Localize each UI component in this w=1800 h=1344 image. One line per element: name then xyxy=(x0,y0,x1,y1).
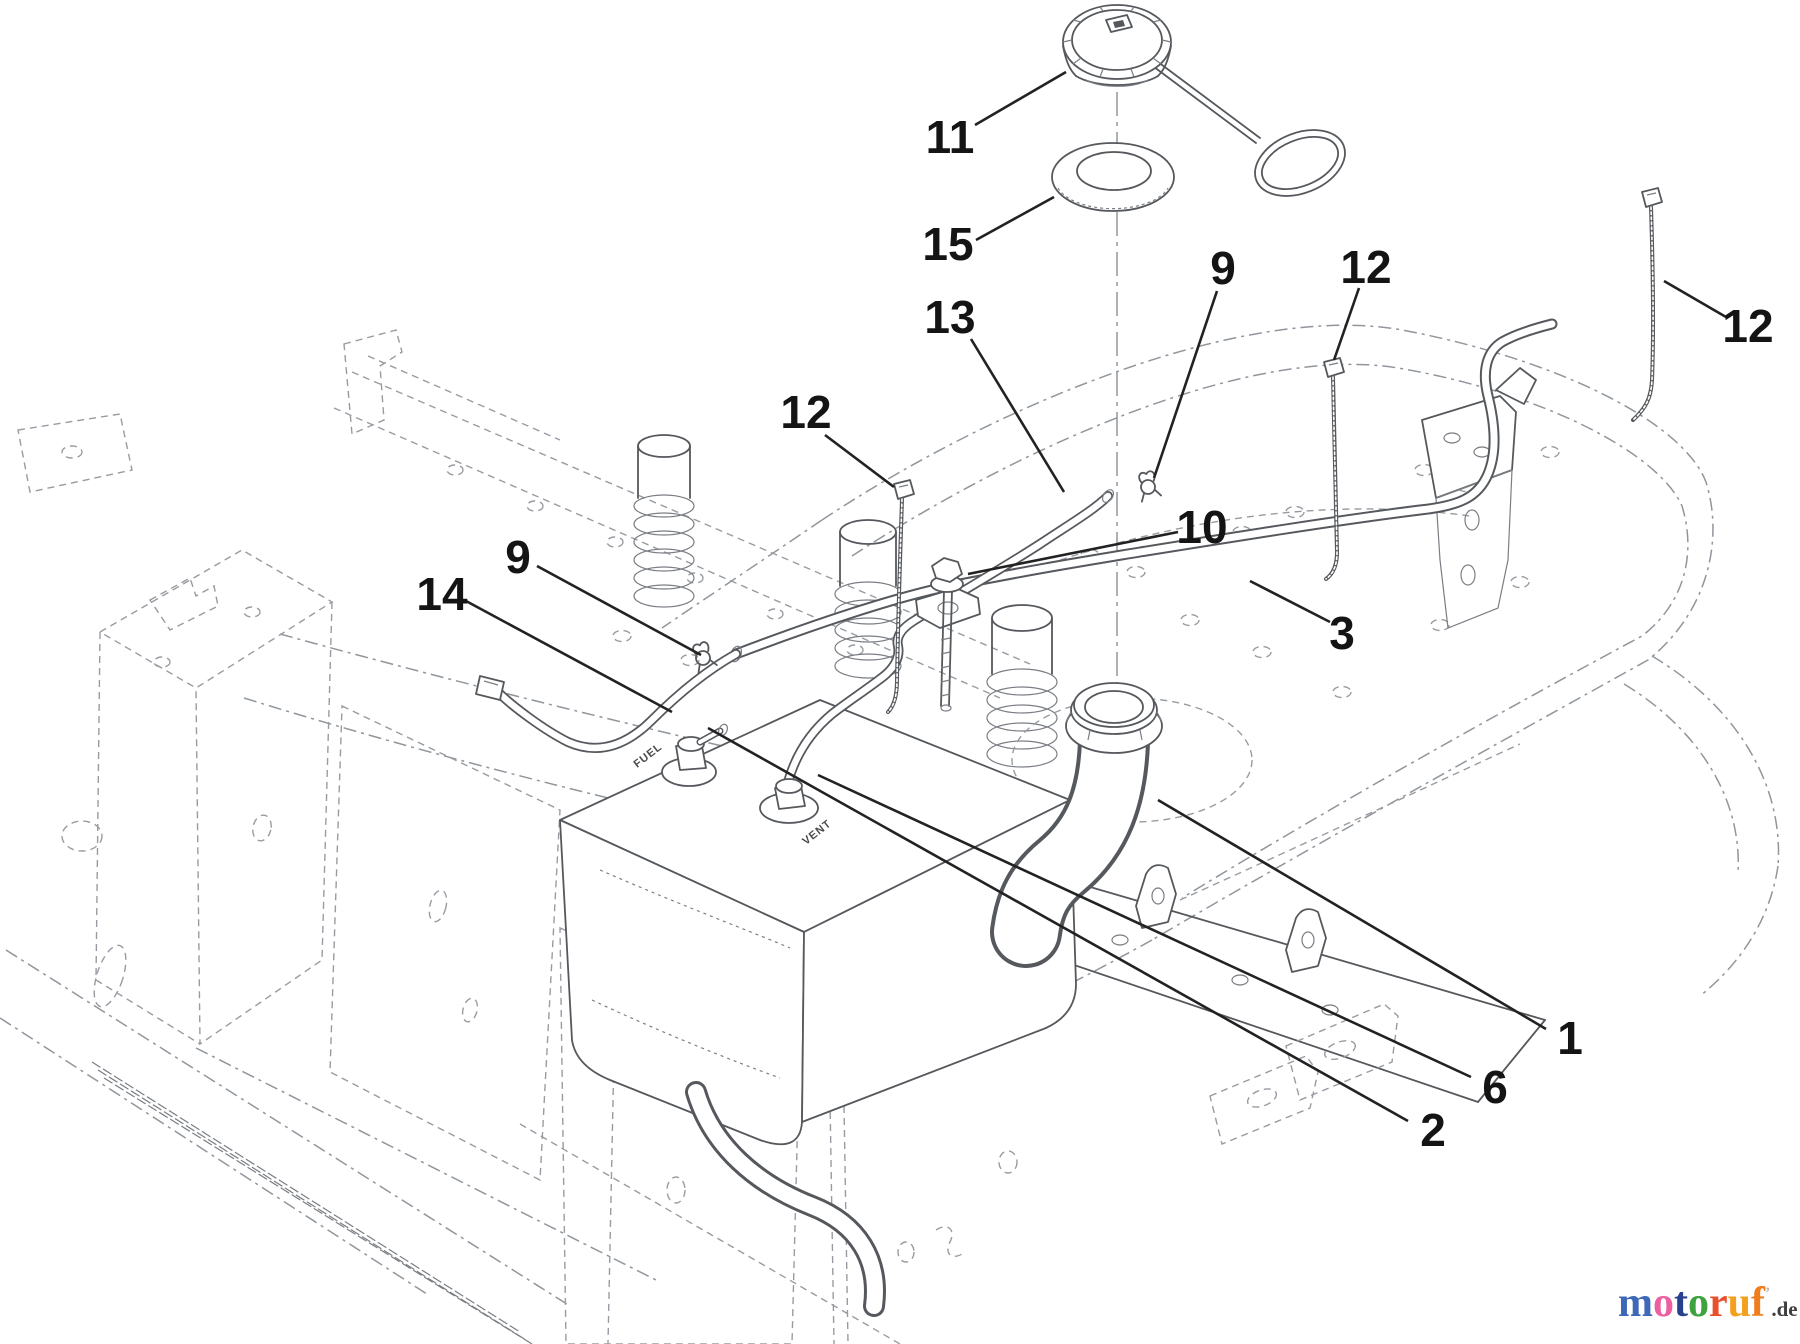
part-number-label: 9 xyxy=(1210,242,1236,294)
front-frame-rail xyxy=(17,329,1031,699)
fuel-fitting xyxy=(661,723,729,787)
callout-12-3: 12 xyxy=(780,386,895,489)
callout-10-7: 10 xyxy=(967,501,1228,576)
logo-letter: m xyxy=(1618,1280,1653,1326)
tether-ring xyxy=(1254,129,1346,197)
callout-13-2: 13 xyxy=(924,291,1066,493)
part-number-label: 14 xyxy=(416,568,468,620)
leader-line xyxy=(1157,798,1547,1031)
callout-14-10: 14 xyxy=(416,568,673,714)
part-number-label: 12 xyxy=(780,386,831,438)
part-number-label: 13 xyxy=(924,291,975,343)
suspension-spring-right xyxy=(986,604,1058,768)
logo-letter: u xyxy=(1727,1280,1752,1326)
fuel-outlet-hose xyxy=(685,1081,886,1317)
callout-layer: 11 15 13 12 9 12 12 10 3 9 14 162 xyxy=(416,70,1774,1156)
logo-letter: o xyxy=(1688,1280,1709,1326)
leader-line xyxy=(1152,290,1219,479)
callout-9-4: 9 xyxy=(1152,242,1236,479)
part-number-label: 2 xyxy=(1420,1104,1446,1156)
part-number-label: 6 xyxy=(1482,1061,1508,1113)
fuel-line-3 xyxy=(729,318,1558,663)
cable-tie-left xyxy=(886,479,915,714)
part-number-label: 10 xyxy=(1176,501,1227,553)
logo-letter: t xyxy=(1674,1280,1688,1326)
part-number-label: 12 xyxy=(1722,300,1773,352)
part-number-label: 11 xyxy=(926,111,975,163)
vent-fitting xyxy=(759,778,819,824)
callout-2-13: 2 xyxy=(707,726,1446,1156)
cable-tie-middle xyxy=(1323,357,1345,581)
callout-11-0: 11 xyxy=(926,70,1067,163)
leader-line xyxy=(465,599,673,714)
fuel-cap xyxy=(1062,4,1346,197)
hose-clamp-right xyxy=(1138,470,1162,503)
callout-12-6: 12 xyxy=(1663,279,1774,352)
callout-3-8: 3 xyxy=(1249,579,1355,659)
deck-holes xyxy=(612,445,1560,699)
fuel-tank xyxy=(559,699,1077,1146)
tank-stamp-fuel: FUEL xyxy=(632,741,665,771)
leader-line xyxy=(1332,287,1361,361)
part-number-label: 12 xyxy=(1340,241,1391,293)
leader-line xyxy=(969,338,1066,493)
logo-letter: r xyxy=(1709,1280,1728,1326)
filler-grommet-washer xyxy=(1051,142,1175,212)
callout-12-5: 12 xyxy=(1332,241,1392,361)
suspension-spring-left xyxy=(633,434,695,608)
flange-bolt xyxy=(915,557,981,712)
leader-line xyxy=(967,530,1179,576)
callout-6-12: 6 xyxy=(817,773,1508,1113)
leader-line xyxy=(975,195,1055,242)
leader-line xyxy=(1249,579,1331,624)
logo-suffix: .de xyxy=(1771,1297,1798,1321)
cable-tie-loose xyxy=(1631,187,1663,422)
hose-clamp-left xyxy=(692,641,718,675)
leader-line xyxy=(536,564,702,657)
cap-tether xyxy=(1145,55,1261,144)
callout-9-9: 9 xyxy=(505,531,702,657)
callout-15-1: 15 xyxy=(922,195,1055,270)
left-frame-tower xyxy=(61,549,561,1182)
callout-1-11: 1 xyxy=(1157,798,1583,1064)
hose-end-connector xyxy=(475,675,505,701)
suspension-spring-middle xyxy=(834,519,902,679)
right-mounting-bracket xyxy=(1421,367,1537,629)
logo-letter: o xyxy=(1653,1280,1674,1326)
leader-line xyxy=(1663,279,1727,319)
part-number-label: 15 xyxy=(922,218,973,270)
logo-tick: ’ xyxy=(1765,1285,1771,1302)
leader-line xyxy=(824,433,895,489)
leader-line xyxy=(707,726,1409,1123)
filler-neck xyxy=(990,682,1163,968)
fuel-hose-14 xyxy=(475,649,741,753)
part-number-label: 1 xyxy=(1557,1012,1583,1064)
logo-letter: f xyxy=(1751,1280,1766,1326)
leader-line xyxy=(817,773,1472,1079)
part-number-label: 3 xyxy=(1329,607,1355,659)
leader-line xyxy=(974,70,1067,127)
part-number-label: 9 xyxy=(505,531,531,583)
